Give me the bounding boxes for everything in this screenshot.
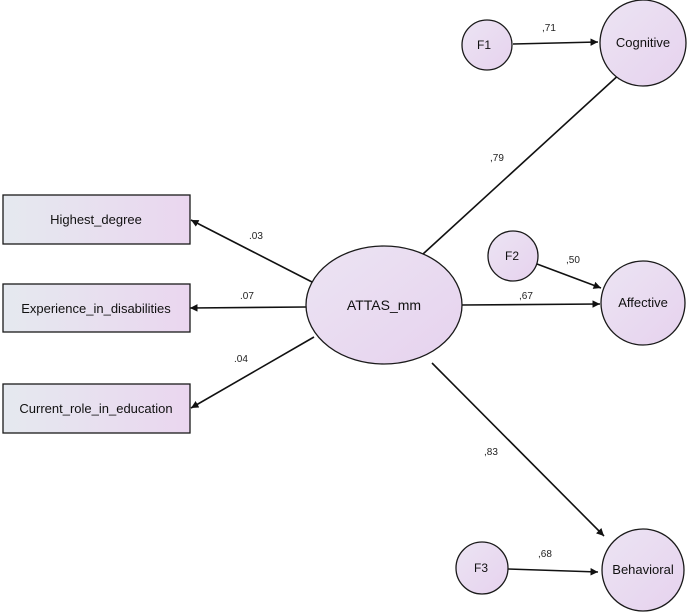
edge-f3-behavioral [507,568,599,576]
edges [189,38,623,576]
node-label-cognitive: Cognitive [616,35,670,50]
edge-f1-cognitive [512,38,599,46]
node-f2: F2 [487,230,539,282]
edge-attas-cognitive [422,71,623,255]
node-label-f2: F2 [505,249,519,263]
node-f3: F3 [455,541,509,595]
edge-attas-affective [461,300,601,308]
node-label-highest-degree: Highest_degree [50,212,142,227]
node-label-affective: Affective [618,295,668,310]
node-label-attas-mm: ATTAS_mm [347,297,421,313]
node-label-f3: F3 [474,561,488,575]
edge-label-f1-cognitive: ,71 [542,23,556,34]
edge-label-attas-experience: .07 [240,291,254,302]
edge-label-f2-affective: ,50 [566,255,580,266]
edge-label-attas-highest-degree: .03 [249,231,263,242]
node-highest-degree: Highest_degree [2,194,191,245]
edge-attas-behavioral [431,362,605,537]
edge-label-attas-affective: ,67 [519,291,533,302]
edge-attas-current-role [190,336,315,409]
edge-label-f3-behavioral: ,68 [538,549,552,560]
edge-label-attas-cognitive: ,79 [490,153,504,164]
node-cognitive: Cognitive [599,0,687,87]
node-label-experience-in-disabilities: Experience_in_disabilities [21,301,171,316]
edge-attas-experience [189,304,307,312]
edge-label-attas-behavioral: ,83 [484,447,498,458]
edge-label-attas-current-role: .04 [234,354,248,365]
node-f1: F1 [461,19,513,71]
node-affective: Affective [600,260,686,346]
node-label-behavioral: Behavioral [612,562,674,577]
node-label-f1: F1 [477,38,491,52]
edge-attas-highest-degree [190,219,313,283]
edge-labels: ,79 ,67 ,83 ,71 ,50 ,68 .03 .07 .04 [234,23,580,560]
node-behavioral: Behavioral [601,528,685,612]
node-experience-in-disabilities: Experience_in_disabilities [2,283,191,333]
node-attas-mm: ATTAS_mm [305,245,463,365]
edge-f2-affective [536,263,602,289]
node-current-role-in-education: Current_role_in_education [2,383,191,434]
node-label-current-role-in-education: Current_role_in_education [19,401,172,416]
